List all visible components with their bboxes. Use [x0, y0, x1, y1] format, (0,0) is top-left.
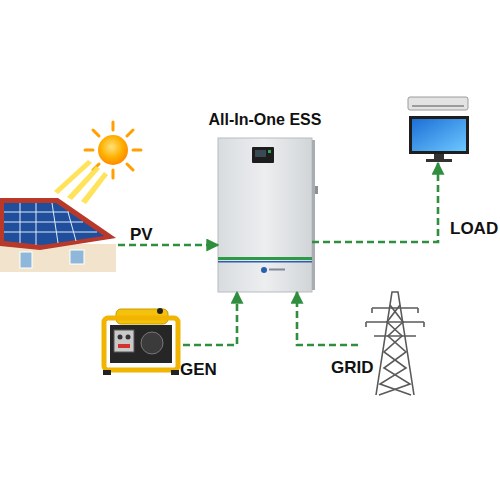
frame-tube [104, 318, 178, 370]
source-label: GRID [331, 358, 374, 378]
control-panel [114, 330, 134, 352]
socket [118, 335, 123, 340]
ess-unit: All-In-One ESS [218, 138, 312, 292]
grid-source: GRID [358, 290, 418, 395]
engine-cover [141, 332, 163, 354]
solar-panel [4, 203, 104, 245]
blue-stripe [218, 261, 312, 263]
house-wall [0, 244, 116, 272]
source-label: GEN [180, 360, 217, 380]
load-label: LOAD [450, 219, 498, 239]
generator-icon [103, 308, 179, 375]
insulator [423, 322, 425, 327]
power-pylon [366, 292, 424, 395]
ac-vent [412, 105, 464, 107]
house-window [20, 252, 32, 268]
brand-logo [261, 267, 267, 273]
power-flow-arrow [118, 244, 218, 247]
insulator [417, 308, 419, 313]
source-label: PV [130, 225, 153, 245]
house-window [70, 250, 84, 264]
ess-cabinet [218, 138, 318, 292]
solar-house [0, 198, 116, 272]
power-flow-arrow [297, 292, 358, 345]
sun-disc [98, 135, 128, 165]
house-roof [0, 198, 116, 250]
switch [118, 344, 130, 348]
tv-neck [434, 154, 444, 159]
pylon-arm [366, 321, 424, 323]
panel-grid [4, 203, 97, 245]
fuel-cap [157, 308, 163, 314]
lcd-screen [255, 150, 266, 157]
frame-foot [103, 370, 111, 375]
tv-frame [409, 116, 469, 154]
power-flow-arrow [312, 163, 438, 242]
load-target: LOAD [405, 95, 475, 163]
status-led [268, 150, 271, 153]
cabinet-body [218, 138, 312, 292]
insulator [365, 322, 367, 327]
pylon-arm [374, 335, 416, 337]
power-flow-arrow [183, 292, 237, 345]
tv-stand [426, 159, 452, 162]
sun-beams [54, 160, 108, 204]
cabinet-handle [315, 186, 318, 194]
load-appliances [408, 97, 469, 162]
air-conditioner [408, 97, 468, 110]
pylon-arm [372, 307, 418, 309]
pv-source: PV [0, 195, 118, 270]
lcd-display [252, 147, 274, 163]
engine-body [110, 325, 172, 363]
pylon-bracing [380, 305, 411, 395]
insulator [371, 308, 373, 313]
pylon-bracing [379, 305, 410, 395]
socket [126, 335, 131, 340]
unit-heading: All-In-One ESS [209, 111, 322, 129]
brand-mark [269, 269, 285, 271]
green-stripe [218, 257, 312, 260]
tv-screen [412, 119, 466, 151]
cabinet-side [312, 140, 315, 290]
generator-source: GEN [100, 308, 183, 376]
frame-foot [171, 370, 179, 375]
